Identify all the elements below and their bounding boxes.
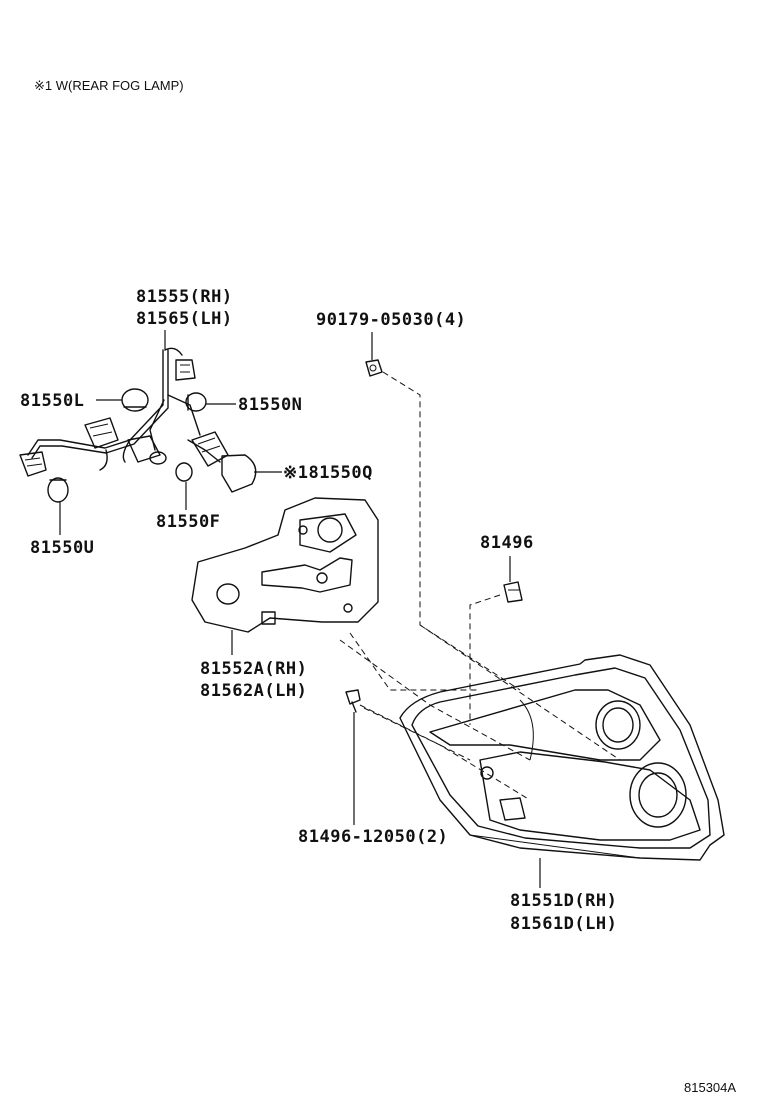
socket-connector-top [175, 359, 196, 381]
clip-icon [503, 581, 523, 603]
label-gasket-rh: 81552A(RH) [200, 659, 307, 679]
assembly-lines [339, 371, 621, 801]
label-socket-lh: 81565(LH) [136, 309, 233, 329]
drawing-code: 815304A [684, 1080, 736, 1095]
socket-81550u-icon [19, 451, 69, 503]
label-screw: 81496-12050(2) [298, 827, 448, 847]
bulb-81550n-icon [185, 392, 207, 412]
label-lamp-lh: 81561D(LH) [510, 914, 617, 934]
label-bulb-n: 81550N [238, 395, 302, 415]
leader-lines [59, 330, 541, 888]
label-gasket-lh: 81562A(LH) [200, 681, 307, 701]
gasket-cover [191, 497, 379, 633]
label-bulb-l: 81550L [20, 391, 84, 411]
nut-icon [365, 359, 383, 377]
screw-icon [345, 689, 361, 713]
label-nut: 90179-05030(4) [316, 310, 466, 330]
fog-lamp-note: ※1 W(REAR FOG LAMP) [34, 78, 184, 93]
label-bulb-u: 81550U [30, 538, 94, 558]
rear-lamp-assembly [399, 654, 725, 861]
label-clip: 81496 [480, 533, 534, 553]
label-socket-rh: 81555(RH) [136, 287, 233, 307]
socket-wire-harness [27, 347, 221, 471]
socket-81550q-icon [191, 431, 257, 493]
bulb-81550f-icon [175, 462, 193, 482]
bulb-81550l-icon [121, 388, 149, 412]
label-bulb-f: 81550F [156, 512, 220, 532]
label-bulb-q: ※181550Q [283, 463, 373, 483]
socket-left-cluster [84, 417, 167, 465]
label-lamp-rh: 81551D(RH) [510, 891, 617, 911]
